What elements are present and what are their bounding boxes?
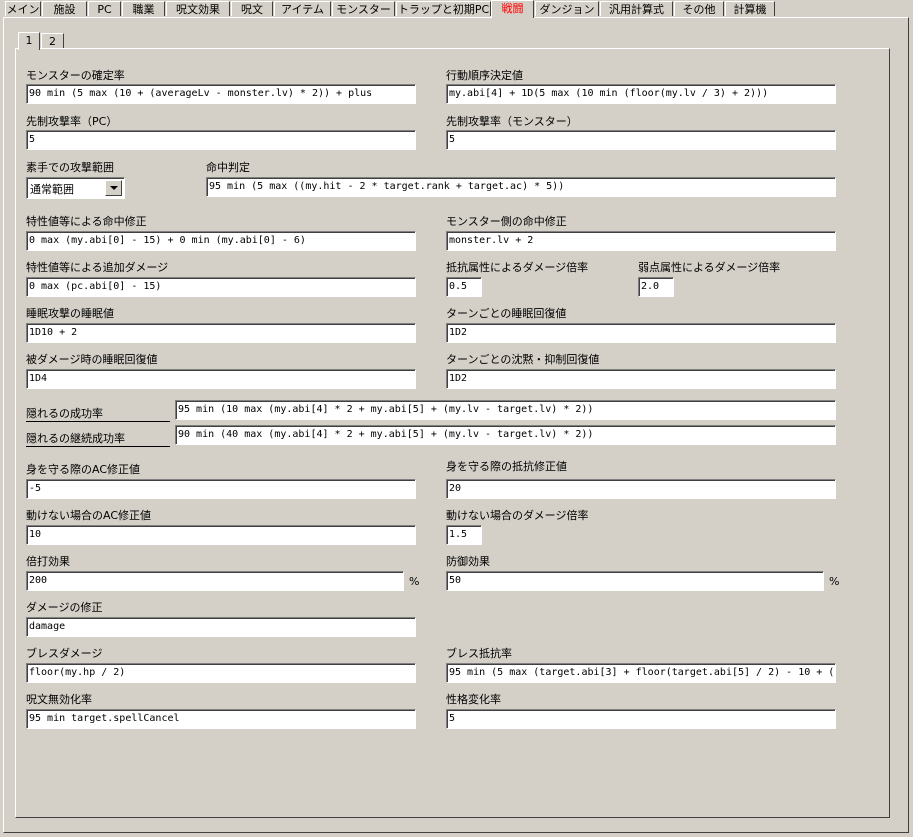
- combat-settings-panel: [15, 48, 890, 818]
- tab-spells[interactable]: 呪文: [231, 1, 273, 16]
- extra-damage-input[interactable]: 0 max (pc.abi[0] - 15): [26, 277, 416, 297]
- damage-mod-label: ダメージの修正: [26, 601, 103, 614]
- tab-dungeon[interactable]: ダンジョン: [535, 1, 599, 16]
- unarmed-range-select[interactable]: 通常範囲: [26, 177, 125, 199]
- resist-damage-rate-input[interactable]: 0.5: [446, 277, 482, 297]
- spell-cancel-label: 呪文無効化率: [26, 693, 92, 706]
- defend-resist-input[interactable]: 20: [446, 479, 836, 499]
- subtab-1[interactable]: 1: [18, 32, 40, 50]
- tab-spell-effects[interactable]: 呪文効果: [166, 1, 230, 16]
- breath-resist-input[interactable]: 95 min (5 max (target.abi[3] + floor(tar…: [446, 663, 836, 683]
- immobile-damage-rate-input[interactable]: 1.5: [446, 525, 482, 545]
- defend-resist-label: 身を守る際の抵抗修正値: [446, 460, 567, 473]
- sleep-attack-input[interactable]: 1D10 + 2: [26, 323, 416, 343]
- defense-effect-input[interactable]: 50: [446, 571, 824, 591]
- alignment-change-input[interactable]: 5: [446, 709, 836, 729]
- extra-damage-label: 特性値等による追加ダメージ: [26, 261, 169, 274]
- tab-classes[interactable]: 職業: [122, 1, 165, 16]
- preemptive-monster-input[interactable]: 5: [446, 130, 836, 150]
- dropdown-button[interactable]: [105, 180, 122, 196]
- monster-confirm-rate-label: モンスターの確定率: [26, 69, 125, 82]
- preemptive-monster-label: 先制攻撃率（モンスター）: [446, 115, 578, 128]
- tab-calculator[interactable]: 計算機: [725, 1, 775, 16]
- subtab-2[interactable]: 2: [41, 33, 64, 49]
- monster-confirm-rate-input[interactable]: 90 min (5 max (10 + (averageLv - monster…: [26, 84, 416, 104]
- hide-continue-input[interactable]: 90 min (40 max (my.abi[4] * 2 + my.abi[5…: [175, 425, 836, 445]
- defend-ac-input[interactable]: -5: [26, 479, 416, 499]
- immobile-ac-input[interactable]: 10: [26, 525, 416, 545]
- unarmed-range-label: 素手での攻撃範囲: [26, 161, 114, 174]
- tab-monsters[interactable]: モンスター: [332, 1, 395, 16]
- damage-mod-input[interactable]: damage: [26, 617, 416, 637]
- tab-main[interactable]: メイン: [5, 1, 41, 16]
- hide-success-label: 隠れるの成功率: [26, 405, 170, 422]
- hit-mod-attr-input[interactable]: 0 max (my.abi[0] - 15) + 0 min (my.abi[0…: [26, 231, 416, 251]
- percent-unit: %: [829, 575, 840, 588]
- sleep-recovery-turn-label: ターンごとの睡眠回復値: [446, 307, 567, 320]
- silence-recovery-turn-input[interactable]: 1D2: [446, 369, 836, 389]
- tab-pc[interactable]: PC: [88, 1, 121, 16]
- silence-recovery-turn-label: ターンごとの沈黙・抑制回復値: [446, 353, 600, 366]
- breath-resist-label: ブレス抵抗率: [446, 647, 512, 660]
- resist-damage-rate-label: 抵抗属性によるダメージ倍率: [446, 261, 589, 274]
- defend-ac-label: 身を守る際のAC修正値: [26, 463, 141, 476]
- double-hit-label: 倍打効果: [26, 555, 70, 568]
- hide-continue-label: 隠れるの継続成功率: [26, 430, 170, 447]
- defense-effect-label: 防御効果: [446, 555, 490, 568]
- action-order-input[interactable]: my.abi[4] + 1D(5 max (10 min (floor(my.l…: [446, 84, 836, 104]
- weak-damage-rate-input[interactable]: 2.0: [638, 277, 674, 297]
- double-hit-input[interactable]: 200: [26, 571, 404, 591]
- chevron-down-icon: [110, 186, 118, 190]
- hit-check-input[interactable]: 95 min (5 max ((my.hit - 2 * target.rank…: [206, 177, 836, 197]
- hit-mod-monster-input[interactable]: monster.lv + 2: [446, 231, 836, 251]
- sleep-recovery-turn-input[interactable]: 1D2: [446, 323, 836, 343]
- unarmed-range-value: 通常範囲: [30, 183, 74, 196]
- breath-damage-label: ブレスダメージ: [26, 647, 103, 660]
- sleep-recovery-damaged-label: 被ダメージ時の睡眠回復値: [26, 353, 158, 366]
- tab-content-frame: [3, 17, 909, 833]
- sleep-attack-label: 睡眠攻撃の睡眠値: [26, 307, 114, 320]
- immobile-ac-label: 動けない場合のAC修正値: [26, 509, 152, 522]
- tab-combat[interactable]: 戦闘: [491, 0, 534, 18]
- hit-check-label: 命中判定: [206, 161, 250, 174]
- weak-damage-rate-label: 弱点属性によるダメージ倍率: [638, 261, 781, 274]
- hit-mod-attr-label: 特性値等による命中修正: [26, 215, 147, 228]
- tab-items[interactable]: アイテム: [274, 1, 331, 16]
- spell-cancel-input[interactable]: 95 min target.spellCancel: [26, 709, 416, 729]
- tab-facilities[interactable]: 施設: [42, 1, 87, 16]
- immobile-damage-rate-label: 動けない場合のダメージ倍率: [446, 509, 589, 522]
- hit-mod-monster-label: モンスター側の命中修正: [446, 215, 567, 228]
- percent-unit: %: [409, 575, 420, 588]
- preemptive-pc-label: 先制攻撃率（PC）: [26, 115, 118, 128]
- tab-general-formulas[interactable]: 汎用計算式: [600, 1, 673, 16]
- action-order-label: 行動順序決定値: [446, 69, 523, 82]
- hide-success-input[interactable]: 95 min (10 max (my.abi[4] * 2 + my.abi[5…: [175, 400, 836, 420]
- alignment-change-label: 性格変化率: [446, 693, 501, 706]
- tab-traps-initial-pc[interactable]: トラップと初期PC: [396, 1, 491, 16]
- breath-damage-input[interactable]: floor(my.hp / 2): [26, 663, 416, 683]
- preemptive-pc-input[interactable]: 5: [26, 130, 416, 150]
- tab-others[interactable]: その他: [674, 1, 724, 16]
- sleep-recovery-damaged-input[interactable]: 1D4: [26, 369, 416, 389]
